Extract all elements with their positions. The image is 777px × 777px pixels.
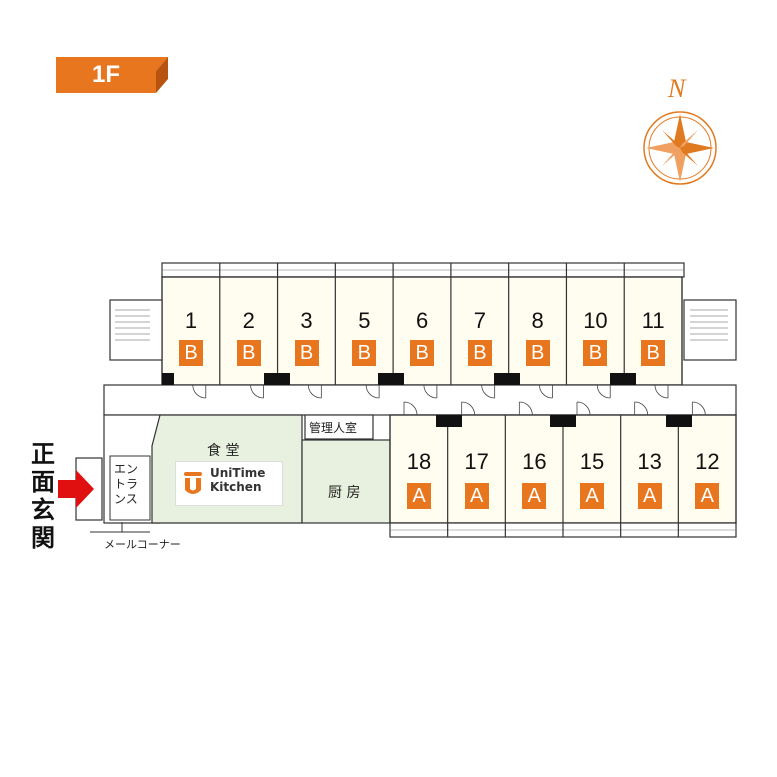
manager-room-label: 管理人室 <box>309 421 358 435</box>
logo-line1: UniTime <box>210 466 266 480</box>
mail-corner-label: メールコーナー <box>104 538 181 551</box>
logo-line2: Kitchen <box>210 480 262 494</box>
north-door-icon <box>423 384 438 399</box>
south-pillar <box>550 415 576 427</box>
north-room-number: 8 <box>531 308 544 333</box>
south-room-number: 16 <box>522 449 547 474</box>
south-room-type-badge: A <box>695 483 720 509</box>
north-door-icon <box>654 384 669 399</box>
floor-label: 1F <box>91 61 120 88</box>
south-door-icon <box>461 401 476 416</box>
south-room-number: 12 <box>695 449 720 474</box>
north-room-type-badge: B <box>467 340 492 366</box>
compass-rose-icon <box>643 111 717 185</box>
north-door-icon <box>192 384 207 399</box>
north-pillar <box>494 373 520 385</box>
dining-label: 食 堂 <box>207 443 240 459</box>
south-door-icon <box>691 401 706 416</box>
north-room-type-badge: B <box>294 340 319 366</box>
floor-tag: 1F <box>56 57 168 93</box>
north-pillar <box>162 373 174 385</box>
south-door-icon <box>634 401 649 416</box>
entrance-label: 正面玄関 <box>31 440 55 552</box>
north-door-icon <box>539 384 553 399</box>
north-room-type-badge: B <box>179 340 203 366</box>
north-pillar <box>610 373 636 385</box>
entrance-arrow-icon <box>58 470 94 508</box>
north-room-type-badge: B <box>236 340 261 366</box>
north-room-type-badge: B <box>352 340 377 366</box>
unitime-kitchen-logo: UniTime Kitchen <box>175 461 283 506</box>
north-room-type-badge: B <box>583 340 608 366</box>
south-room-type-badge: A <box>580 483 604 509</box>
north-room-number: 1 <box>184 308 198 333</box>
south-room-type-badge: A <box>464 483 489 509</box>
south-room-number: 18 <box>406 449 432 474</box>
kitchen-label: 厨 房 <box>328 485 361 501</box>
north-room-number: 7 <box>473 308 486 333</box>
south-room-type-badge: A <box>637 483 662 509</box>
south-door-icon <box>576 401 591 416</box>
north-room-type-badge: B <box>410 340 435 366</box>
south-room-number: 17 <box>464 449 489 474</box>
north-pillar <box>378 373 404 385</box>
north-room-number: 2 <box>242 308 255 333</box>
south-room-number: 13 <box>637 449 662 474</box>
north-pillar <box>264 373 290 385</box>
north-room-number: 11 <box>641 308 665 333</box>
floor-tag-shape <box>56 57 168 93</box>
north-door-icon <box>481 384 496 399</box>
south-pillar <box>666 415 692 427</box>
pot-icon <box>184 472 202 494</box>
north-room-row <box>161 276 683 386</box>
north-room-number: 5 <box>358 308 371 333</box>
north-room-number: 6 <box>415 308 429 333</box>
south-pillar <box>436 415 462 427</box>
south-room-type-badge: A <box>407 483 431 509</box>
south-room-number: 15 <box>579 449 605 474</box>
north-door-icon <box>250 384 264 399</box>
compass: N <box>640 74 720 186</box>
north-door-icon <box>596 384 611 399</box>
compass-north-label: N <box>668 74 686 103</box>
north-room-type-badge: B <box>525 340 550 366</box>
south-door-icon <box>403 401 418 416</box>
south-door-icon <box>518 401 533 416</box>
north-room-number: 10 <box>583 308 608 333</box>
north-door-icon <box>365 384 380 399</box>
north-door-icon <box>307 384 322 399</box>
north-room-type-badge: B <box>641 340 666 366</box>
south-room-type-badge: A <box>522 483 547 509</box>
north-room-number: 3 <box>300 308 313 333</box>
entrance-hall-label: エントランス <box>114 462 139 506</box>
